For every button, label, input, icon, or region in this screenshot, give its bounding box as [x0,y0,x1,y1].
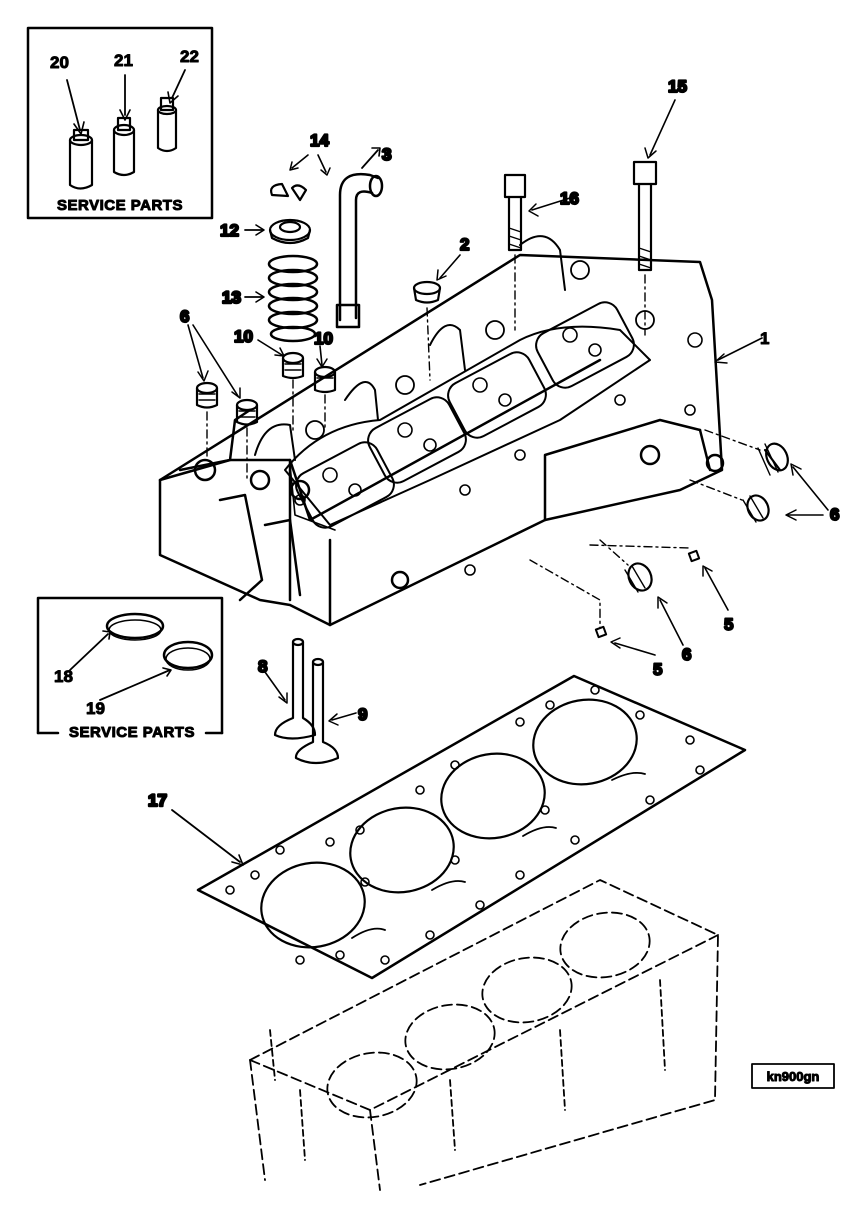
label-6-right: 6 [830,505,839,524]
insert-20 [68,128,94,190]
service-parts-box-top: 20 21 22 SERVICE PARTS [26,26,214,220]
label-21: 21 [114,51,133,70]
label-5-right: 5 [724,615,733,634]
valve-9: 9 [294,657,369,765]
label-18: 18 [54,667,73,686]
tube-3: 3 [335,144,393,329]
label-16: 16 [560,189,579,208]
head-gasket-17: 17 [147,674,747,980]
plug-6-bottom: 6 [599,539,693,665]
label-13: 12 [220,221,239,240]
label-9: 9 [358,705,367,724]
cylinder-block-phantom [249,879,719,1191]
cup-plug-2: 2 [412,234,471,381]
head-bolt-15: 15 [632,76,688,336]
label-8: 8 [258,657,267,676]
service-box-top-frame [26,26,214,220]
callout-1: 1 [714,329,770,364]
label-6-left: 6 [180,307,189,326]
screws-5: 5 5 [529,544,734,680]
figure-reference: kn900gn [751,1063,835,1089]
label-19: 19 [86,699,105,718]
insert-21 [112,116,136,177]
plugs-6-right: 6 [689,429,841,525]
service-parts-box-mid: 18 19 SERVICE PARTS [36,596,224,742]
service-box-mid-title: SERVICE PARTS [69,724,195,741]
head-bolt-16: 16 [503,173,580,331]
label-17: 17 [148,791,167,810]
label-10-b: 10 [314,329,333,348]
valve-seal-10a: 10 [233,326,305,380]
figure-ref-frame [751,1063,835,1089]
label-12: 13 [222,288,241,307]
label-22: 22 [180,47,199,66]
label-2: 2 [460,235,469,254]
plugs-6-left: 6 [179,306,326,481]
service-box-top-title: SERVICE PARTS [57,197,183,214]
label-15: 15 [668,77,687,96]
insert-22 [156,96,178,153]
label-6-bottom: 6 [682,645,691,664]
valve-keepers-14: 14 [270,130,331,202]
spring-retainer-13: 12 [219,218,312,245]
label-5-left: 5 [653,660,662,679]
valve-seal-10b: 10 [313,328,337,394]
service-box-mid-frame [36,596,224,735]
label-3: 3 [382,145,391,164]
label-10-a: 10 [234,327,253,346]
label-1: 1 [760,329,769,348]
figure-ref-label: kn900gn [767,1069,820,1084]
label-20: 20 [50,53,69,72]
cylinder-head [158,235,725,627]
label-14: 14 [310,131,329,150]
valve-8: 8 [257,637,317,740]
valve-spring-12: 13 [221,254,319,343]
